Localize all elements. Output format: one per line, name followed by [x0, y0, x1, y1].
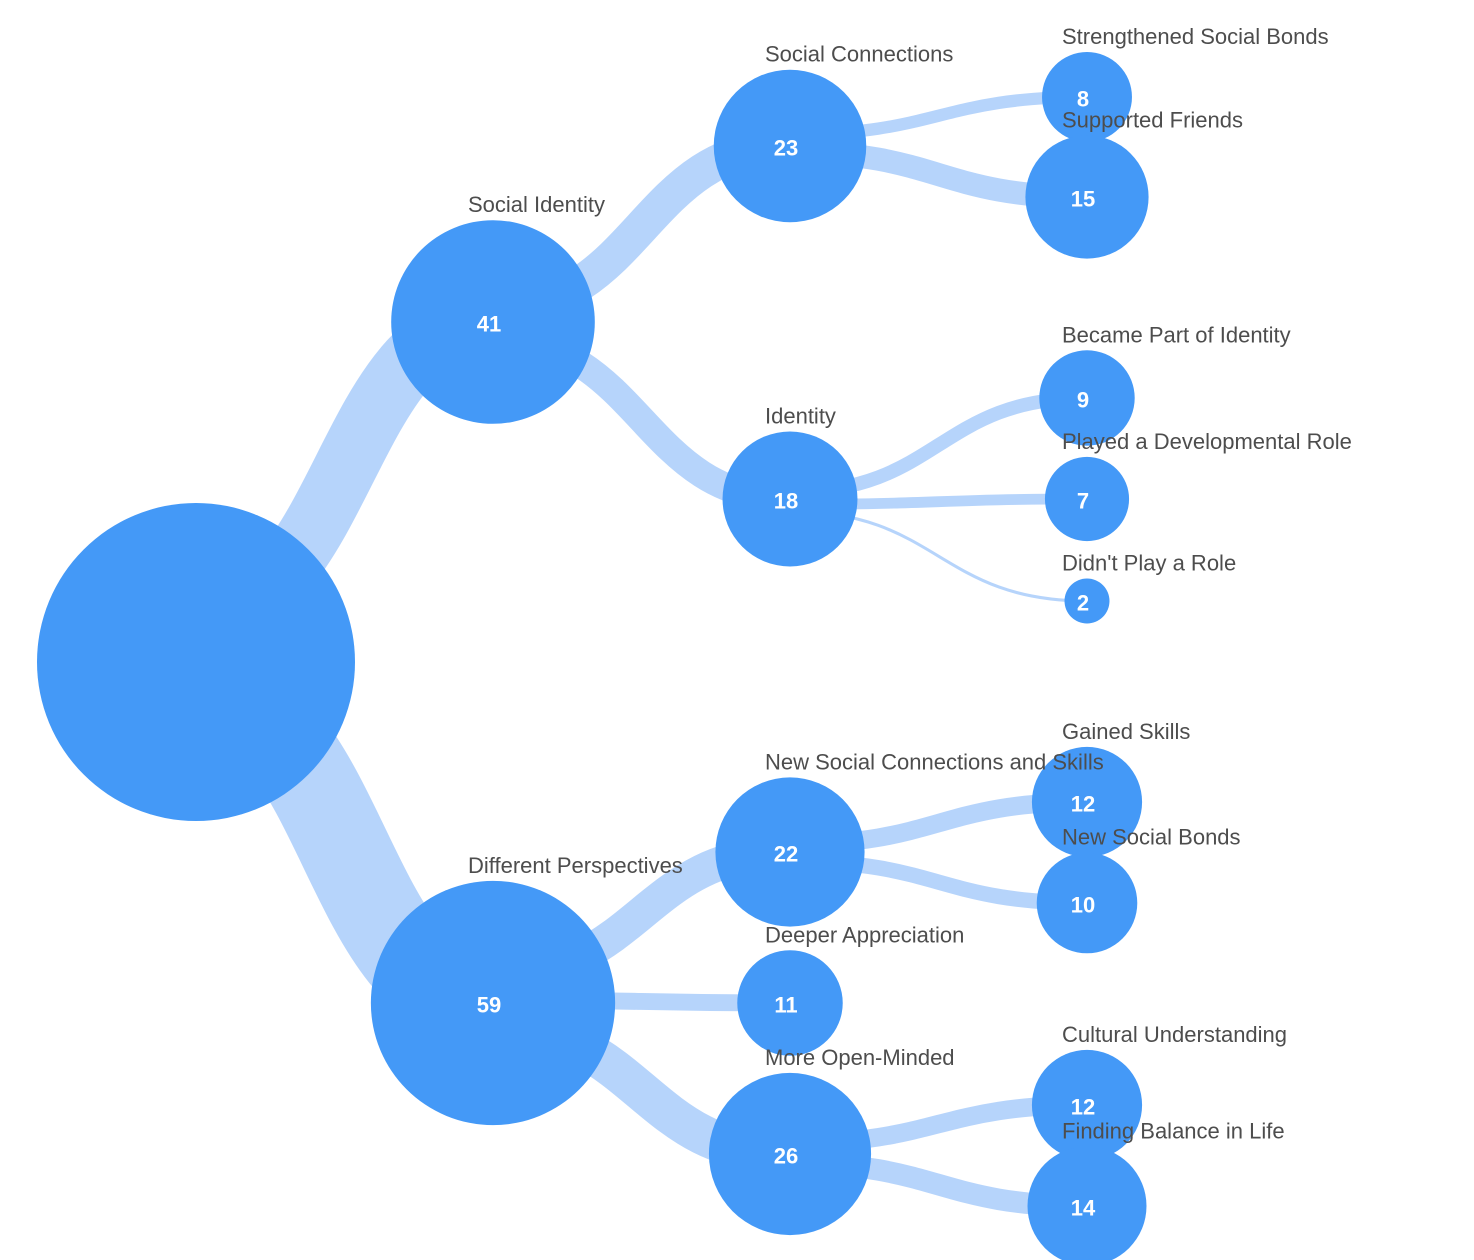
node-value-new-social-bonds: 10	[1071, 893, 1095, 918]
node-cultural-understanding[interactable]	[1031, 1049, 1143, 1161]
node-value-different-perspectives: 59	[477, 993, 501, 1018]
node-label-cultural-understanding: Cultural Understanding	[1062, 1022, 1287, 1047]
node-value-finding-balance-in-life: 14	[1071, 1196, 1096, 1221]
node-gained-skills[interactable]	[1031, 746, 1143, 858]
nodes-layer	[37, 52, 1149, 1260]
node-root[interactable]	[37, 503, 355, 821]
node-value-new-social-connections-and-skills: 22	[774, 842, 798, 867]
node-label-became-part-of-identity: Became Part of Identity	[1062, 322, 1291, 347]
node-label-supported-friends: Supported Friends	[1062, 107, 1243, 132]
node-value-strengthened-social-bonds: 8	[1077, 87, 1089, 112]
node-finding-balance-in-life[interactable]	[1027, 1146, 1147, 1260]
node-value-more-open-minded: 26	[774, 1144, 798, 1169]
node-label-played-a-developmental-role: Played a Developmental Role	[1062, 429, 1352, 454]
node-label-finding-balance-in-life: Finding Balance in Life	[1062, 1119, 1285, 1144]
node-value-gained-skills: 12	[1071, 792, 1095, 817]
node-value-supported-friends: 15	[1071, 187, 1095, 212]
node-label-deeper-appreciation: Deeper Appreciation	[765, 922, 964, 947]
node-label-gained-skills: Gained Skills	[1062, 719, 1190, 744]
node-label-identity: Identity	[765, 404, 836, 429]
node-more-open-minded[interactable]	[708, 1072, 872, 1236]
node-label-different-perspectives: Different Perspectives	[468, 853, 683, 878]
node-label-social-identity: Social Identity	[468, 192, 605, 217]
node-new-social-connections-and-skills[interactable]	[715, 777, 865, 927]
node-different-perspectives[interactable]	[370, 880, 616, 1126]
node-identity[interactable]	[722, 431, 858, 567]
node-played-a-developmental-role[interactable]	[1044, 456, 1130, 542]
node-value-deeper-appreciation: 11	[774, 993, 797, 1018]
node-label-didn-t-play-a-role: Didn't Play a Role	[1062, 551, 1236, 576]
node-label-new-social-bonds: New Social Bonds	[1062, 825, 1241, 850]
node-became-part-of-identity[interactable]	[1039, 350, 1135, 446]
labels-layer: 8 Strengthened Social Bonds 15 Supported Fr…	[468, 24, 1352, 1220]
node-value-didn-t-play-a-role: 2	[1077, 591, 1089, 616]
node-didn-t-play-a-role[interactable]	[1064, 578, 1110, 624]
node-label-more-open-minded: More Open-Minded	[765, 1045, 955, 1070]
node-strengthened-social-bonds[interactable]	[1042, 52, 1132, 142]
node-social-connections[interactable]	[713, 69, 867, 223]
node-value-played-a-developmental-role: 7	[1077, 489, 1089, 514]
node-value-identity: 18	[774, 489, 798, 514]
node-supported-friends[interactable]	[1025, 135, 1149, 259]
node-value-social-connections: 23	[774, 136, 798, 161]
node-label-social-connections: Social Connections	[765, 42, 953, 67]
node-label-strengthened-social-bonds: Strengthened Social Bonds	[1062, 24, 1329, 49]
node-value-social-identity: 41	[477, 312, 501, 337]
node-deeper-appreciation[interactable]	[737, 950, 843, 1056]
node-value-cultural-understanding: 12	[1071, 1095, 1095, 1120]
node-social-identity[interactable]	[391, 220, 595, 424]
node-label-new-social-connections-and-skills: New Social Connections and Skills	[765, 749, 1104, 774]
node-new-social-bonds[interactable]	[1036, 852, 1138, 954]
node-value-became-part-of-identity: 9	[1077, 388, 1089, 413]
